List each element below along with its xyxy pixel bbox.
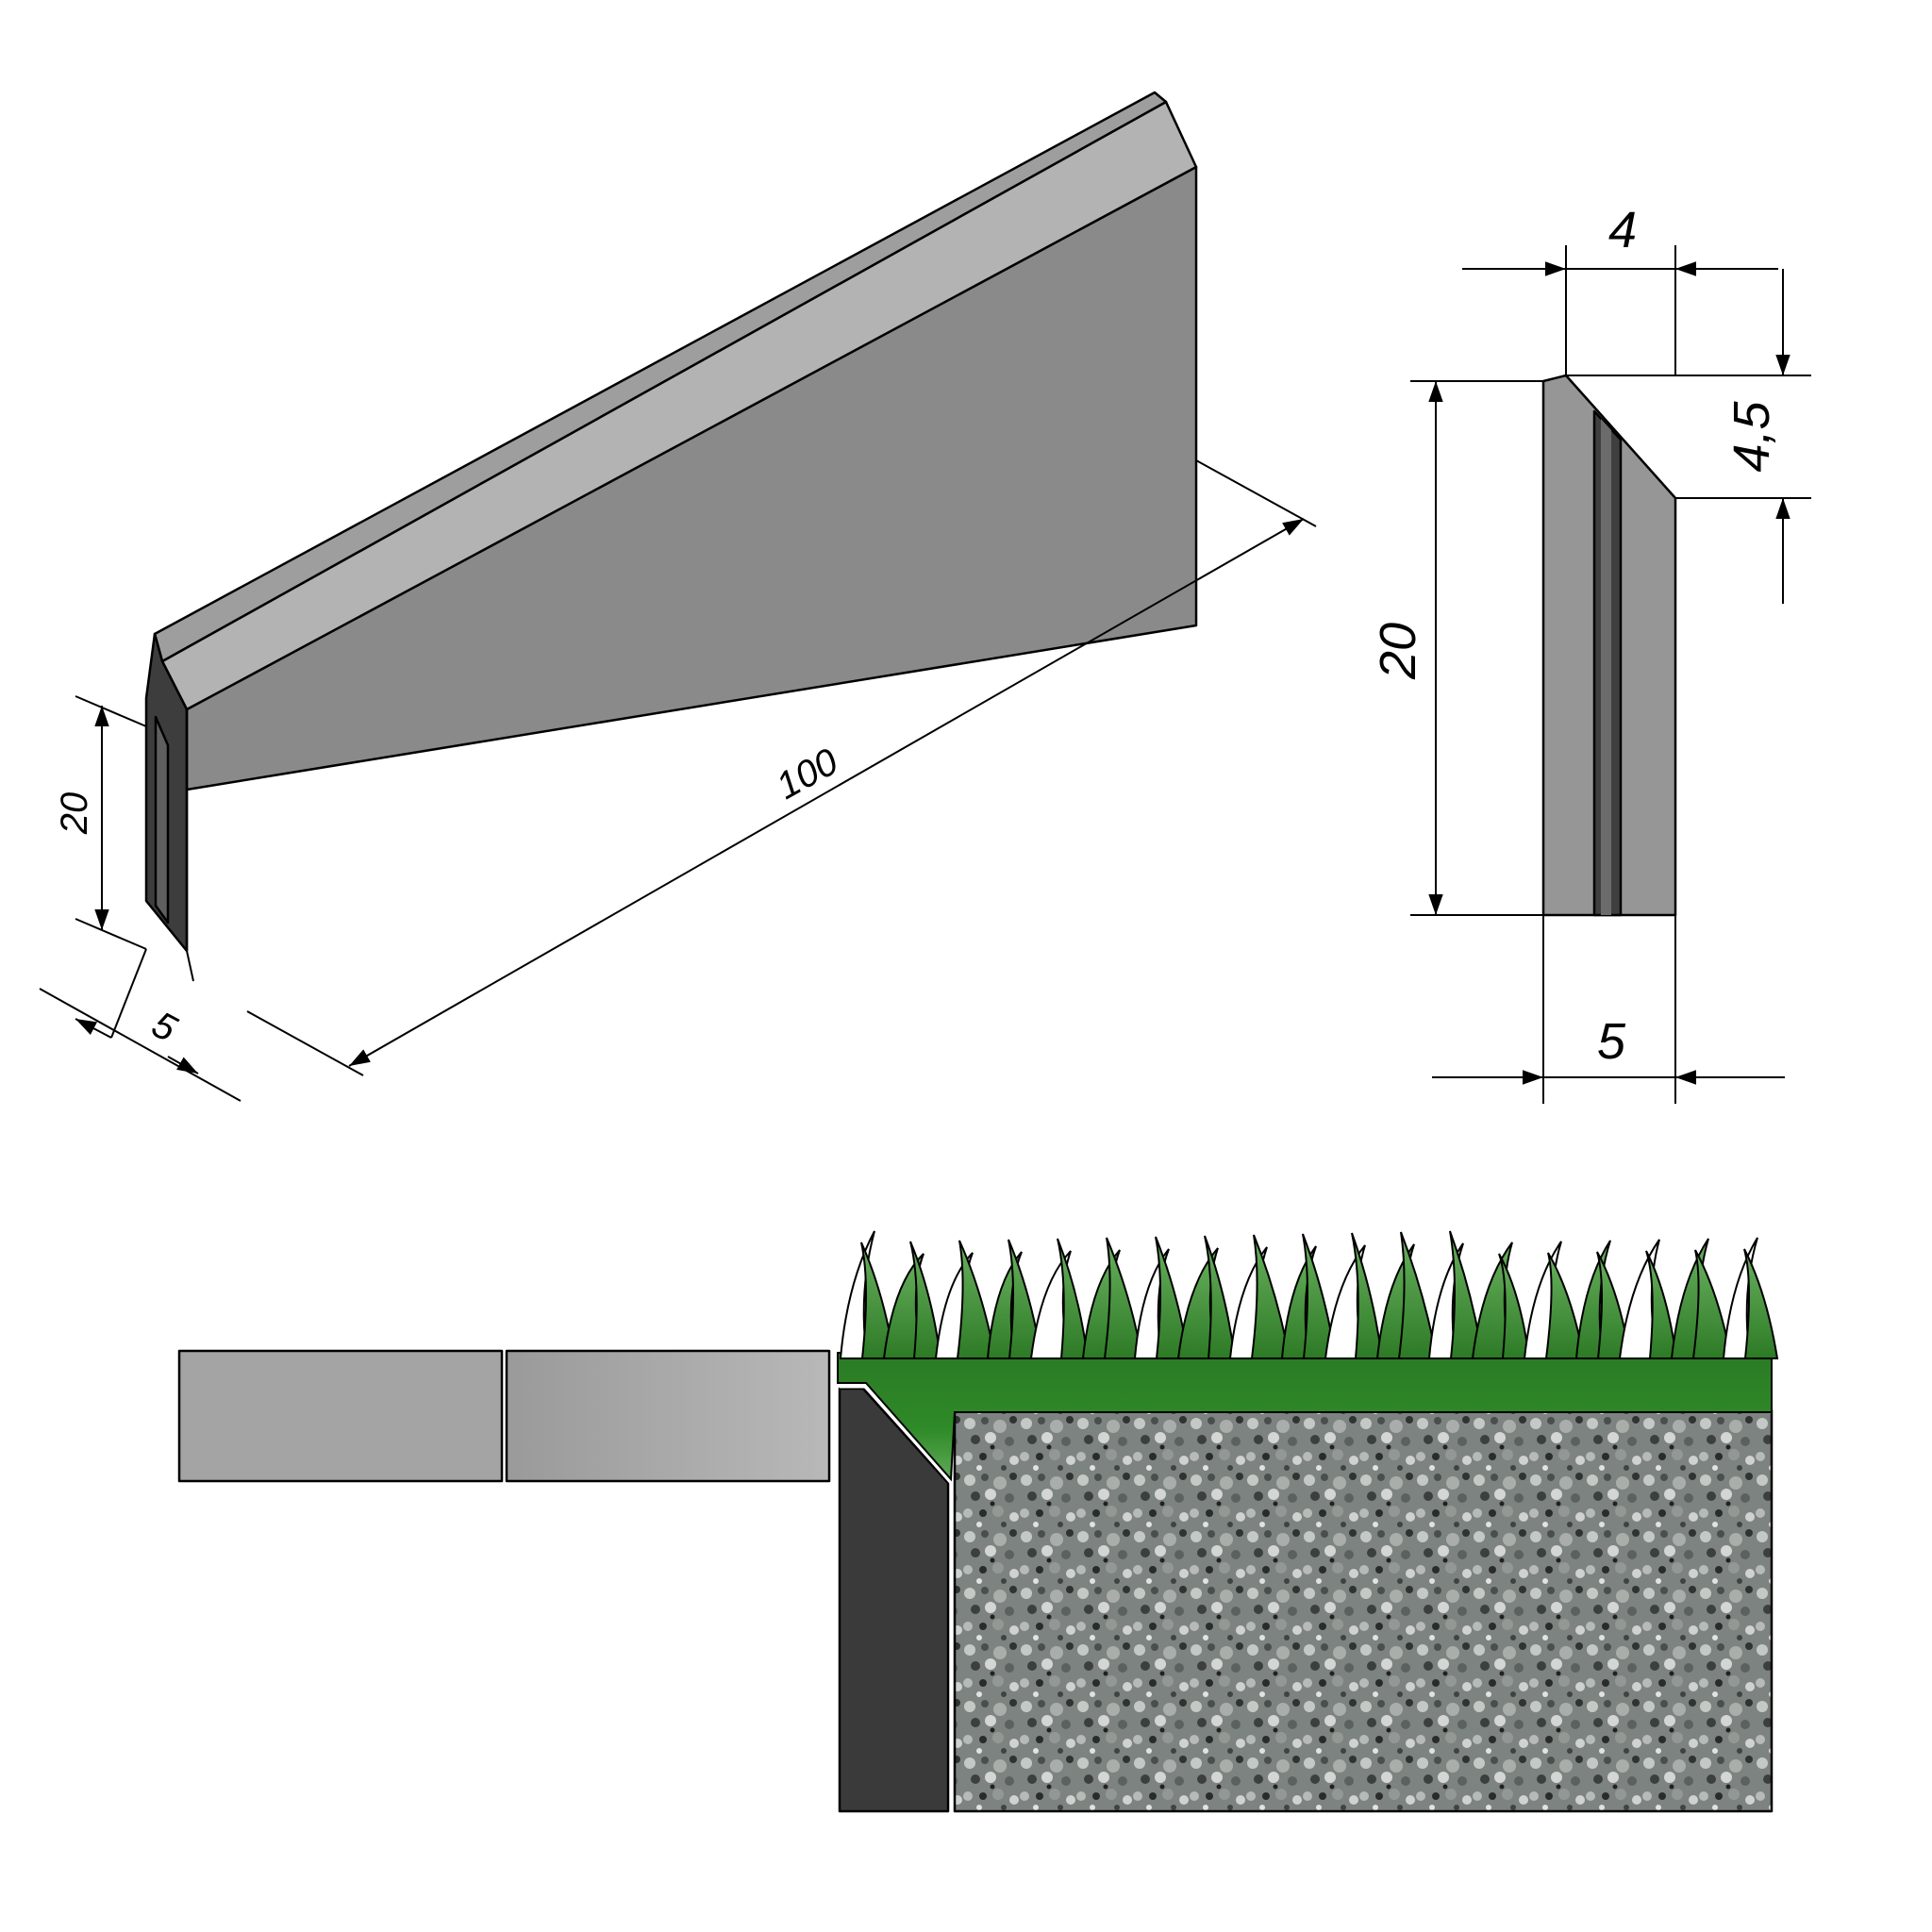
grass-blade [1103,1237,1144,1359]
iso-height-dimension: 20 [54,695,147,950]
section-top-width-label: 4 [1608,202,1637,258]
edging-curb-highlight [840,1385,953,1811]
section-height-dimension: 20 [1370,380,1543,916]
curb-end-face-groove [154,715,170,924]
section-groove-highlight [1601,419,1611,915]
grass-blade [1544,1252,1586,1359]
grass-blade [1498,1253,1531,1359]
grass-blade [909,1241,942,1359]
paver-left [177,1349,504,1483]
grass-blade [1204,1235,1237,1359]
section-height-label: 20 [1370,623,1426,680]
grass-blade [1351,1232,1384,1359]
grass-blade [956,1240,997,1359]
iso-height-label: 20 [54,792,95,836]
grass-band [837,1352,1773,1482]
grass-blade [1645,1250,1678,1359]
edging-curb [838,1387,950,1813]
grass-blades [839,1230,1779,1359]
iso-width-label: 5 [145,1004,184,1051]
section-base-width-dimension: 5 [1432,915,1785,1104]
iso-length-label: 100 [770,741,845,808]
gravel-soil [953,1408,1774,1813]
curb-front-face [185,165,1198,791]
iso-width-dimension: 5 [39,948,242,1102]
section-chamfer-dimension: 4,5 [1566,269,1811,604]
section-top-width-dimension: 4 [1462,202,1778,375]
cross-section-view [1541,374,1677,917]
isometric-curb-view [144,91,1198,953]
grass-blade [1057,1238,1090,1359]
installation-view [177,1230,1779,1813]
section-base-width-label: 5 [1597,1013,1626,1070]
grass-blade [1743,1248,1779,1359]
grass-blade [1250,1234,1291,1359]
paver-right [505,1349,831,1483]
grass-blade [1691,1249,1733,1359]
section-chamfer-label: 4,5 [1724,401,1780,473]
grass-blade [1397,1231,1439,1359]
